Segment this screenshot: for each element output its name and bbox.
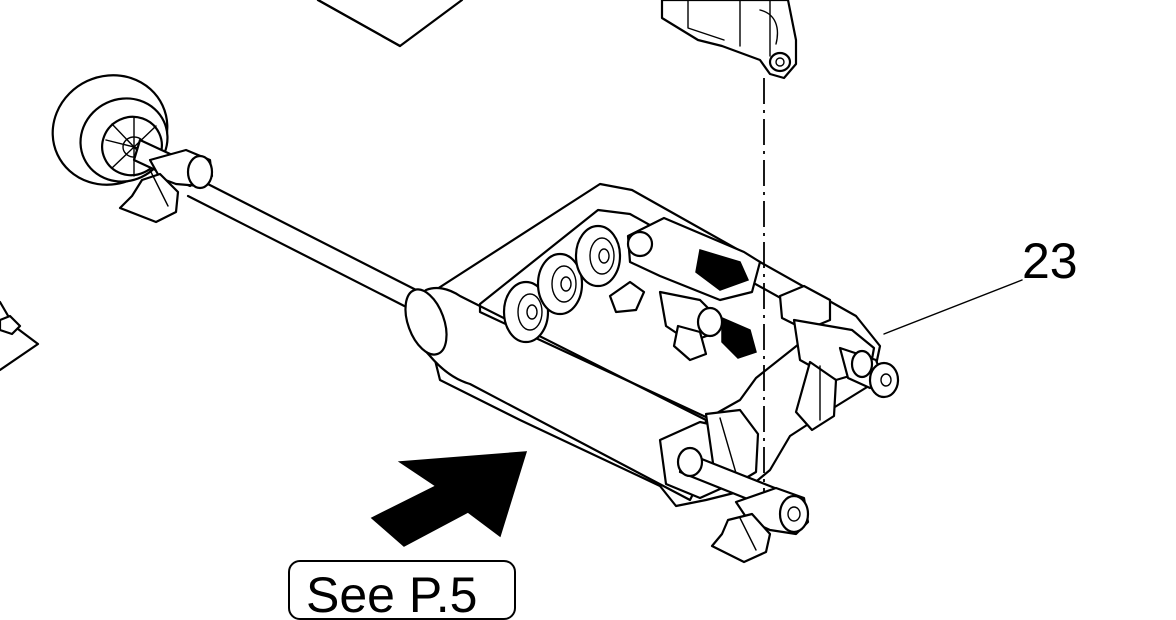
arrow-icon xyxy=(370,451,528,547)
page-reference-box: See P.5 xyxy=(288,560,516,620)
partial-cover-top-left xyxy=(316,0,464,48)
roller-shaft xyxy=(186,176,430,316)
bracket-top xyxy=(660,0,798,80)
part-number-callout: 23 xyxy=(1022,233,1078,289)
shaft-holder-front xyxy=(676,446,810,564)
shaft-holder-left xyxy=(118,148,214,224)
partial-tab-left xyxy=(0,300,40,372)
callout-leader xyxy=(883,279,1023,335)
pickup-rollers xyxy=(502,224,622,344)
gear-mechanism xyxy=(608,216,762,362)
roller-assembly xyxy=(404,182,900,564)
shaft-end-right xyxy=(838,346,900,399)
exploded-parts-diagram xyxy=(0,0,1023,564)
page-reference-label: See P.5 xyxy=(306,567,478,620)
